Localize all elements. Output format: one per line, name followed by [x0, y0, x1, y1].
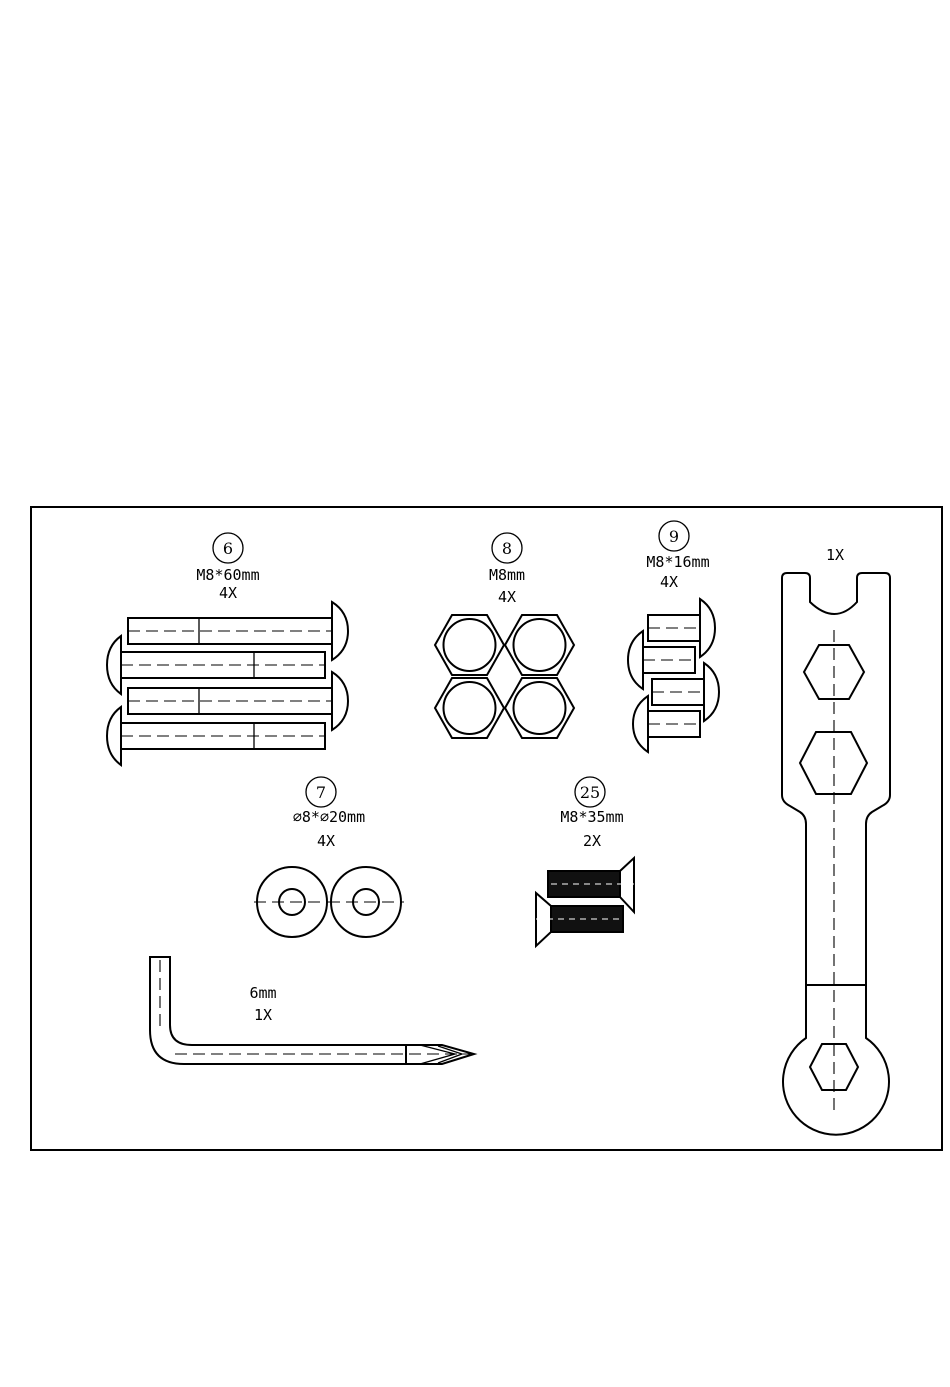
spanner-qty: 1X: [826, 546, 844, 564]
washer-1: [254, 867, 330, 937]
part-8-size: M8mm: [489, 566, 525, 584]
part-7-group: 7 ⌀8*⌀20mm 4X: [254, 777, 404, 937]
washer-2: [328, 867, 404, 937]
allen-key-size: 6mm: [249, 984, 276, 1002]
part-9-group: 9 M8*16mm 4X: [628, 521, 719, 752]
part-8-number: 8: [502, 539, 512, 558]
allen-key-qty: 1X: [254, 1006, 272, 1024]
allen-key-group: 6mm 1X: [150, 957, 474, 1064]
spanner-icon: [782, 573, 890, 1135]
countersunk-bolt-1: [540, 858, 634, 912]
hex-nut-1: [435, 615, 504, 675]
bolt-9-c: [652, 663, 719, 721]
part-6-qty: 4X: [219, 584, 237, 602]
hex-nut-3: [435, 678, 504, 738]
part-6-size: M8*60mm: [196, 566, 259, 584]
part-25-qty: 2X: [583, 832, 601, 850]
part-6-group: 6 M8*60mm 4X: [107, 533, 348, 765]
bolt-6-c: [128, 672, 348, 730]
hex-nut-4: [505, 678, 574, 738]
part-9-number: 9: [669, 527, 679, 546]
part-7-number: 7: [316, 783, 326, 802]
hex-nut-2: [505, 615, 574, 675]
part-9-size: M8*16mm: [646, 553, 709, 571]
allen-key-icon: [150, 957, 474, 1064]
part-7-size: ⌀8*⌀20mm: [293, 808, 365, 826]
part-8-group: 8 M8mm 4X: [435, 533, 574, 738]
part-25-size: M8*35mm: [560, 808, 623, 826]
bolt-9-b: [628, 631, 695, 689]
part-25-group: 25 M8*35mm 2X: [536, 777, 634, 946]
part-25-number: 25: [580, 783, 600, 802]
bolt-6-d: [107, 707, 325, 765]
spanner-group: 1X: [782, 546, 890, 1135]
part-7-qty: 4X: [317, 832, 335, 850]
part-6-number: 6: [223, 539, 233, 558]
part-9-qty: 4X: [660, 573, 678, 591]
bolt-9-a: [648, 599, 715, 657]
part-8-qty: 4X: [498, 588, 516, 606]
countersunk-bolt-2: [536, 893, 628, 946]
